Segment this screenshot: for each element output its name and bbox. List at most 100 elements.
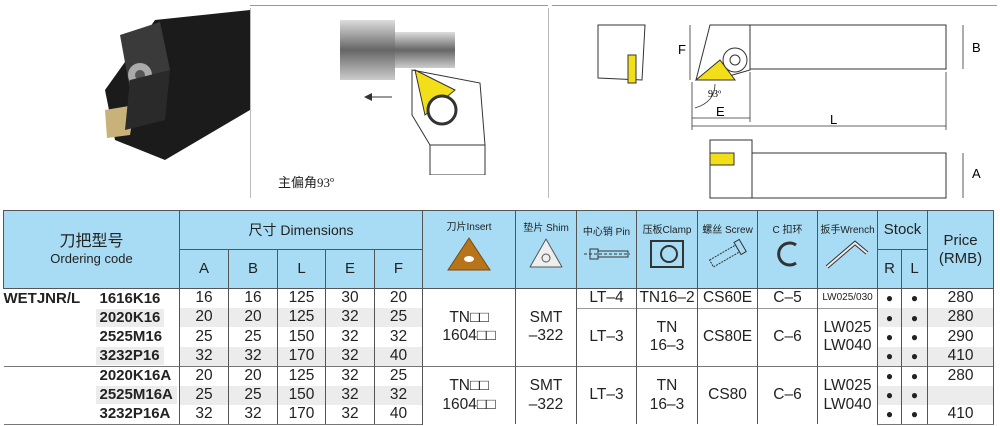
wrench-icon xyxy=(825,239,868,269)
header-stock-L: L xyxy=(901,249,929,289)
dim-F: 40 xyxy=(373,405,423,425)
divider xyxy=(548,8,549,198)
stock-R: ● xyxy=(877,327,902,347)
header-wrench: 扳手Wrench xyxy=(817,210,879,289)
header-code-cn: 刀把型号 xyxy=(59,233,124,251)
stock-R: ● xyxy=(877,365,902,386)
c-ring-icon xyxy=(776,241,797,267)
header-c-ring-label: C 扣环 xyxy=(772,224,803,236)
stock-L: ● xyxy=(901,385,928,406)
shim-model: SMT–322 xyxy=(515,288,577,367)
dim-B: 16 xyxy=(228,288,278,309)
header-pin-label: 中心销 Pin xyxy=(582,226,631,238)
dim-E: 32 xyxy=(325,327,375,347)
dim-E: 32 xyxy=(325,405,375,425)
price: 410 xyxy=(927,405,995,425)
dim-label-L: L xyxy=(830,112,837,127)
screw-icon xyxy=(708,238,747,268)
stock-R: ● xyxy=(877,385,902,406)
price: 290 xyxy=(927,327,995,347)
dim-B: 20 xyxy=(228,365,278,386)
header-code-en: Ordering code xyxy=(50,251,133,267)
dim-E: 32 xyxy=(325,385,375,406)
code-suffix: 2020K16A xyxy=(99,367,172,385)
lead-angle-caption: 主偏角93º xyxy=(278,175,335,190)
insert-model-line: TN□□ xyxy=(449,308,489,326)
product-figures: 主偏角93º 93º F B E L A xyxy=(0,0,1000,205)
dim-F: 40 xyxy=(373,346,423,367)
clamp-model-line: 16–3 xyxy=(649,395,685,413)
ordering-code: 2020K16A xyxy=(3,365,180,386)
dim-F: 25 xyxy=(373,308,423,328)
shim-icon xyxy=(529,238,563,268)
dim-A: 32 xyxy=(179,346,229,367)
clamp-model-line: TN xyxy=(656,377,678,394)
stock-L: ● xyxy=(901,327,928,347)
dim-E: 32 xyxy=(325,308,375,328)
price xyxy=(927,385,995,406)
stock-L: ● xyxy=(901,346,928,367)
shim-model-line: –322 xyxy=(528,327,564,345)
pin-model: LT–3 xyxy=(576,307,637,367)
price: 280 xyxy=(927,288,995,309)
price: 410 xyxy=(927,346,995,367)
code-suffix: 2525M16 xyxy=(99,328,163,346)
dim-L: 125 xyxy=(277,308,326,328)
wrench-model-line: LW040 xyxy=(823,395,872,413)
header-screw-label: 螺丝 Screw xyxy=(702,224,753,236)
code-suffix: 1616K16 xyxy=(99,289,161,307)
wrench-model-line: LW025 xyxy=(823,318,872,336)
insert-model: TN□□1604□□ xyxy=(422,288,516,367)
code-suffix: 3232P16A xyxy=(99,405,171,423)
angle-label: 93º xyxy=(708,89,721,100)
dim-E: 32 xyxy=(325,346,375,367)
dim-A: 32 xyxy=(179,405,229,425)
pin-icon xyxy=(583,248,630,260)
wrench-model-line: LW025 xyxy=(823,377,872,394)
c-ring-model: C–6 xyxy=(757,307,818,367)
divider xyxy=(250,5,548,6)
screw-model: CS60E xyxy=(697,288,758,309)
stock-L: ● xyxy=(901,365,928,386)
stock-L: ● xyxy=(901,288,928,309)
dim-F: 32 xyxy=(373,385,423,406)
stock-L: ● xyxy=(901,308,928,328)
header-insert: 刀片Insert xyxy=(422,210,517,289)
insert-model-line: TN□□ xyxy=(449,377,489,394)
ordering-code: 3232P16A xyxy=(3,405,180,425)
header-shim: 垫片 Shim xyxy=(515,210,578,289)
price: 280 xyxy=(927,365,995,386)
dim-A: 25 xyxy=(179,327,229,347)
clamp-icon xyxy=(650,239,685,268)
divider xyxy=(250,8,251,198)
code-suffix: 3232P16 xyxy=(95,347,164,366)
code-suffix: 2525M16A xyxy=(95,386,177,405)
stock-R: ● xyxy=(877,308,902,328)
cring-model: C–5 xyxy=(757,288,818,309)
pin-model: LT–3 xyxy=(576,365,637,425)
header-clamp-label: 压板Clamp xyxy=(642,224,692,236)
wrench-model-line: LW040 xyxy=(823,337,872,355)
header-shim-label: 垫片 Shim xyxy=(523,222,569,234)
header-price: Price(RMB) xyxy=(927,210,995,289)
dim-B: 25 xyxy=(228,327,278,347)
machining-diagram xyxy=(340,20,486,175)
stock-R: ● xyxy=(877,288,902,309)
dim-L: 125 xyxy=(277,365,326,386)
header-dim-L: L xyxy=(277,249,326,289)
pin-model: LT–4 xyxy=(576,288,637,309)
dim-B: 32 xyxy=(228,405,278,425)
c-ring-model: C–6 xyxy=(757,365,818,425)
header-insert-label: 刀片Insert xyxy=(446,221,492,233)
insert-model-line: 1604□□ xyxy=(442,395,496,413)
